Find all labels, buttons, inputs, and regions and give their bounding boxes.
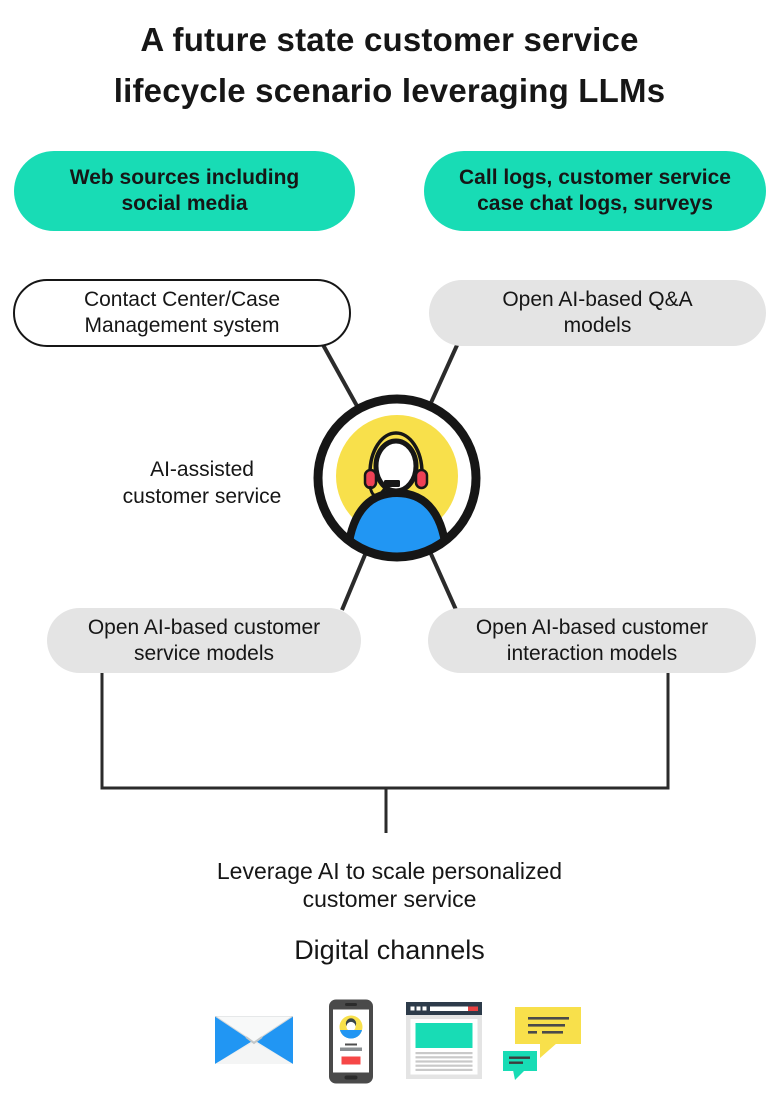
agent-label: AI-assisted customer service xyxy=(122,458,282,508)
diagram-title-line1: A future state customer service xyxy=(140,21,639,58)
node-call-logs: Call logs, customer service case chat lo… xyxy=(424,151,766,231)
node-web-sources: Web sources including social media xyxy=(14,151,355,231)
node-contact-center-label: Contact Center/Case Management system xyxy=(83,288,281,337)
channels-heading: Digital channels xyxy=(294,935,485,965)
outcome-caption-text: Leverage AI to scale personalized custom… xyxy=(216,858,563,912)
connector-bracket xyxy=(100,673,670,790)
outcome-caption: Leverage AI to scale personalized custom… xyxy=(0,857,779,913)
node-service-models-label: Open AI-based customer service models xyxy=(87,615,321,665)
chat-bubbles-icon xyxy=(502,1006,582,1081)
email-icon xyxy=(215,1016,293,1064)
diagram-title-line2: lifecycle scenario leveraging LLMs xyxy=(113,72,666,109)
mobile-app-icon xyxy=(328,999,374,1084)
node-web-sources-label: Web sources including social media xyxy=(69,166,300,215)
web-browser-icon xyxy=(406,1002,482,1079)
node-interaction-models-label: Open AI-based customer interaction model… xyxy=(475,615,709,665)
node-qa-models: Open AI-based Q&A models xyxy=(429,280,766,346)
node-call-logs-label: Call logs, customer service case chat lo… xyxy=(459,166,731,215)
node-qa-models-label: Open AI-based Q&A models xyxy=(502,288,693,337)
node-contact-center: Contact Center/Case Management system xyxy=(13,279,351,347)
support-agent-icon xyxy=(310,391,484,565)
node-service-models: Open AI-based customer service models xyxy=(47,608,361,673)
diagram-title: A future state customer service lifecycl… xyxy=(0,14,779,116)
node-interaction-models: Open AI-based customer interaction model… xyxy=(428,608,756,673)
